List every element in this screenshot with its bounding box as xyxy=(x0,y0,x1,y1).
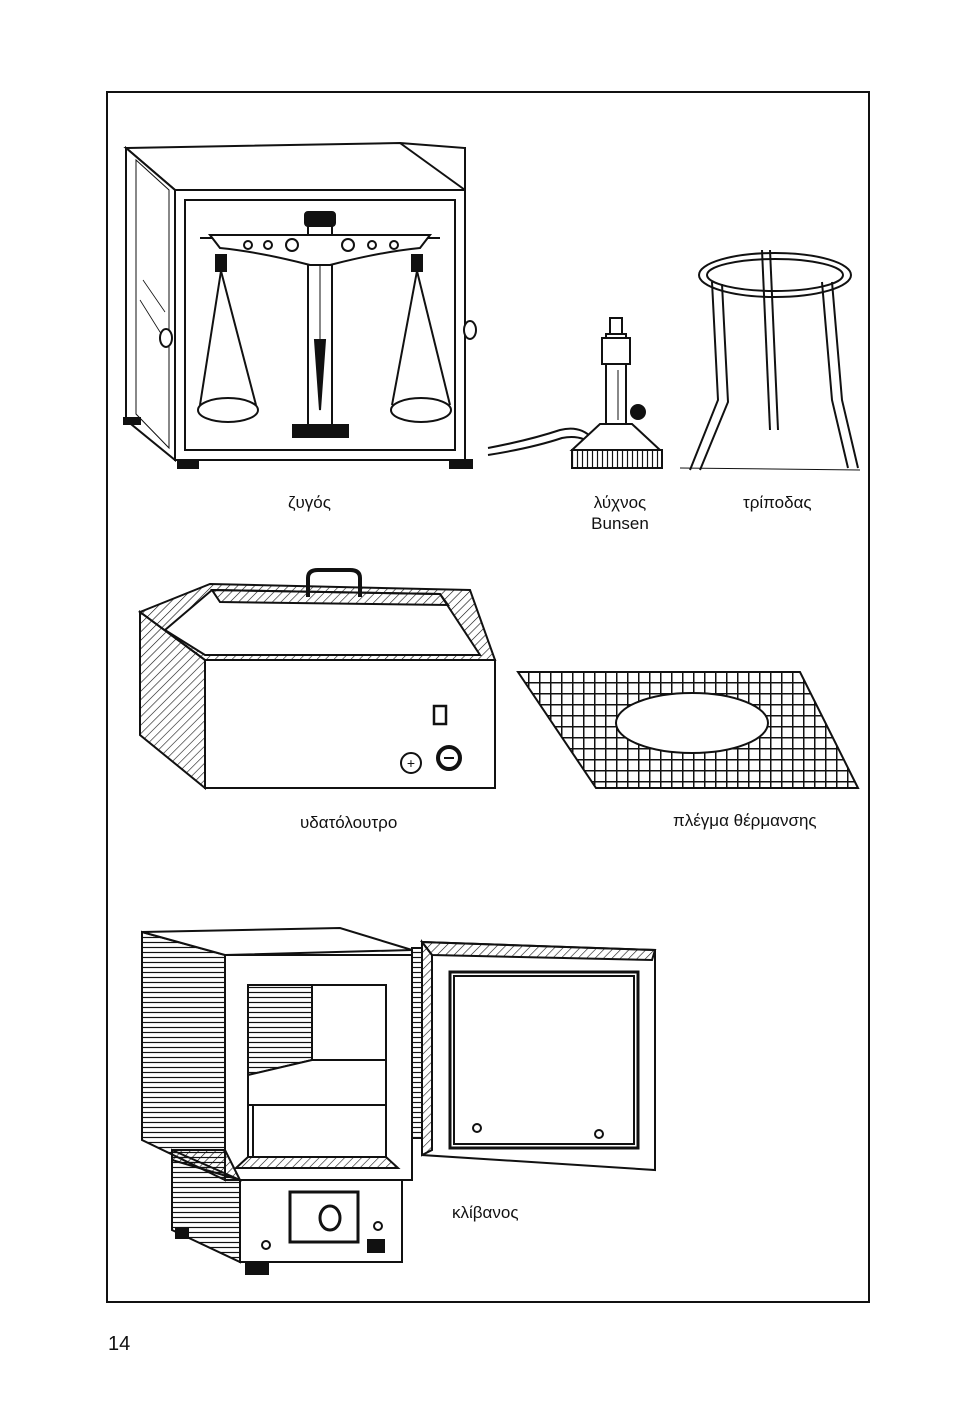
water-bath-illustration: + xyxy=(137,568,497,791)
bunsen-burner-illustration xyxy=(487,317,663,469)
label-bunsen-line2: Bunsen xyxy=(591,514,649,533)
svg-text:+: + xyxy=(407,755,415,771)
label-water-bath: υδατόλουτρο xyxy=(300,813,398,832)
label-balance: ζυγός xyxy=(288,493,331,512)
label-bunsen-line1: λύχνος xyxy=(593,493,647,512)
page-frame xyxy=(106,91,870,1303)
page-number: 14 xyxy=(108,1333,131,1355)
label-bunsen-burner: λύχνος Bunsen xyxy=(590,492,650,534)
label-wire-gauze: πλέγμα θέρμανσης xyxy=(673,811,817,830)
analytical-balance-illustration xyxy=(123,141,477,469)
oven-illustration xyxy=(141,926,657,1275)
tripod-illustration xyxy=(679,249,861,471)
label-tripod: τρίποδας xyxy=(743,493,812,512)
label-oven: κλίβανος xyxy=(452,1203,519,1222)
wire-gauze-illustration xyxy=(516,671,860,789)
